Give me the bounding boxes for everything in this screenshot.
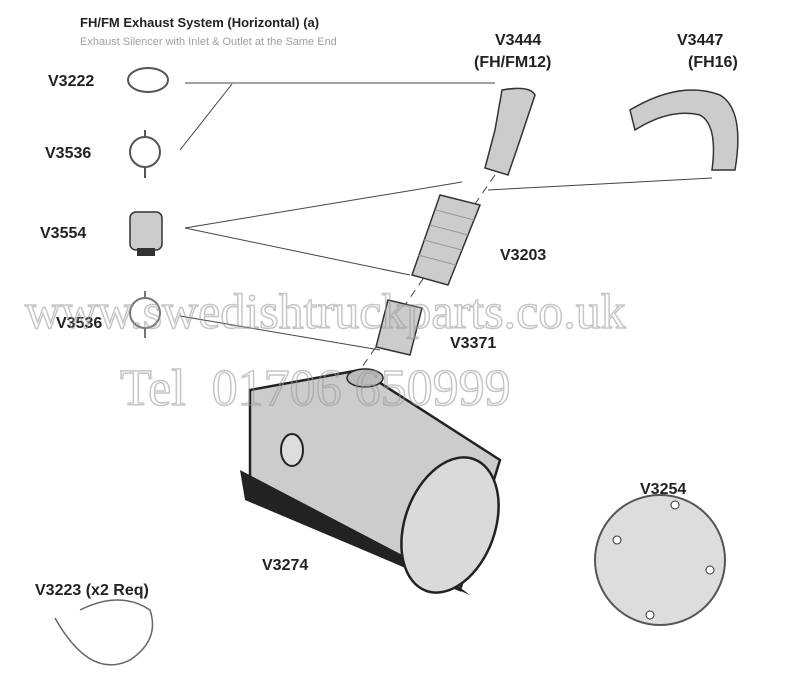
clamp-v3536: [129, 130, 161, 178]
sleeve-v3371: [375, 299, 423, 356]
watermark-url: www.swedishtruckparts.co.uk: [25, 283, 626, 339]
clamp-v3536-lower: [129, 291, 161, 338]
label-v3254: V3254: [640, 481, 686, 498]
label-v3447-note: (FH16): [688, 54, 738, 71]
label-v3223: V3223 (x2 Req): [35, 582, 149, 599]
elbow-pipe-v3444: [484, 87, 536, 176]
label-v3222: V3222: [48, 73, 94, 90]
label-v3203: V3203: [500, 247, 546, 264]
label-v3444-note: (FH/FM12): [474, 54, 551, 71]
label-v3274: V3274: [262, 557, 308, 574]
label-v3444: V3444: [495, 32, 541, 49]
watermark-phone: Tel 01706 650999: [120, 360, 511, 417]
end-cap-v3254: [594, 494, 726, 626]
flex-pipe-v3203: [411, 194, 482, 286]
diagram-subtitle: Exhaust Silencer with Inlet & Outlet at …: [80, 36, 337, 48]
label-v3371: V3371: [450, 335, 496, 352]
bend-pipe-v3447: [629, 89, 739, 171]
silencer-v3274: [240, 368, 502, 595]
label-v3536: V3536: [45, 145, 91, 162]
label-v3447: V3447: [677, 32, 723, 49]
clamp-ring-v3222: [127, 67, 169, 93]
diagram-title: FH/FM Exhaust System (Horizontal) (a): [80, 15, 319, 30]
strap-v3223: [54, 599, 154, 666]
band-clamp-v3554: [129, 211, 163, 256]
label-v3554: V3554: [40, 225, 86, 242]
label-v3536-lower: V3536: [56, 315, 102, 332]
